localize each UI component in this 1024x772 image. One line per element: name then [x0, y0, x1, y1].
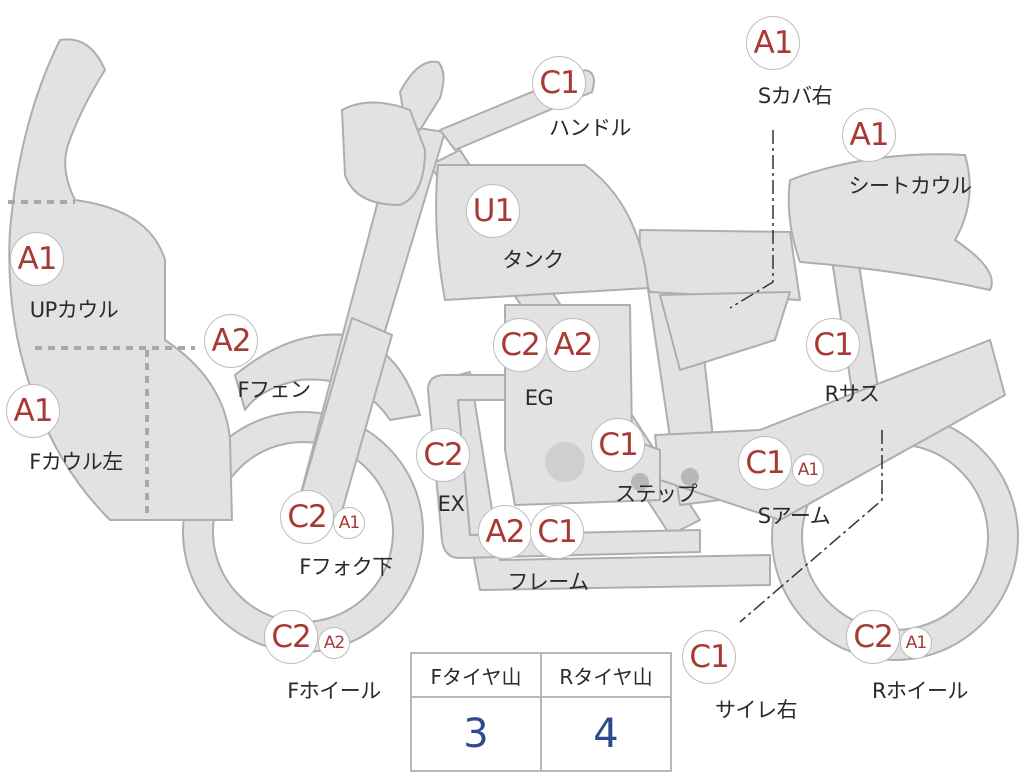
label-s-cover-right: Sカバ右 [757, 84, 833, 108]
badge-f-cowl-left: A1 [6, 384, 60, 438]
badge-s-cover-right: A1 [746, 16, 800, 70]
fuel-tank [435, 164, 649, 301]
seat-cowl [787, 153, 993, 291]
front-tire-value: 3 [410, 696, 542, 772]
badge-f-fender: A2 [204, 314, 258, 368]
badge-r-wheel-c: C2 [846, 610, 900, 664]
badge-seat-cowl: A1 [842, 108, 896, 162]
front-cowl [8, 38, 233, 521]
badge-eg-c: C2 [493, 318, 547, 372]
label-tank: タンク [502, 248, 564, 272]
badge-handle: C1 [532, 56, 586, 110]
label-step: ステップ [615, 482, 698, 506]
label-frame: フレーム [507, 570, 589, 594]
label-s-arm: Sアーム [757, 504, 831, 528]
engine-cover [545, 442, 585, 482]
badge-ex: C2 [416, 428, 470, 482]
front-tire-header: Fタイヤ山 [410, 652, 542, 698]
label-up-cowl: UPカウル [29, 298, 119, 322]
badge-frame-c: C1 [530, 505, 584, 559]
badge-f-wheel-a: A2 [318, 627, 350, 659]
exhaust-pipe [427, 374, 701, 559]
label-muffler-right: サイレ右 [715, 698, 798, 722]
badge-step: C1 [591, 418, 645, 472]
rear-tire-header: Rタイヤ山 [540, 652, 672, 698]
label-r-sus: Rサス [824, 382, 880, 406]
badge-r-wheel-a: A1 [900, 627, 932, 659]
leader-side-cover [729, 130, 774, 309]
side-cover-right [659, 291, 791, 371]
badge-f-wheel-c: C2 [264, 610, 318, 664]
leader-muffler [739, 430, 883, 623]
badge-muffler-right: C1 [682, 630, 736, 684]
label-f-cowl-left: Fカウル左 [29, 450, 123, 474]
badge-f-fork-a: A1 [333, 507, 365, 539]
label-handle: ハンドル [549, 116, 632, 140]
step-peg-left [631, 473, 649, 491]
label-seat-cowl: シートカウル [848, 174, 973, 198]
badge-s-arm-a: A1 [792, 454, 824, 486]
label-f-fender: Fフェン [237, 378, 311, 402]
seat [638, 229, 801, 301]
badge-f-fork-c: C2 [280, 490, 334, 544]
label-r-wheel: Rホイール [871, 679, 969, 703]
badge-up-cowl: A1 [10, 232, 64, 286]
step-peg-right [681, 468, 699, 486]
badge-frame-a: A2 [478, 505, 532, 559]
label-f-fork: Fフォク下 [299, 555, 393, 579]
rear-tire-value: 4 [540, 696, 672, 772]
badge-eg-a: A2 [546, 318, 600, 372]
label-ex: EX [437, 492, 465, 516]
badge-s-arm-c: C1 [738, 436, 792, 490]
badge-tank: U1 [466, 184, 520, 238]
label-f-wheel: Fホイール [287, 679, 381, 703]
badge-r-sus: C1 [806, 318, 860, 372]
label-eg: EG [524, 386, 554, 410]
tire-tread-table: Fタイヤ山 Rタイヤ山 3 4 [410, 652, 672, 772]
headlight [341, 101, 426, 206]
